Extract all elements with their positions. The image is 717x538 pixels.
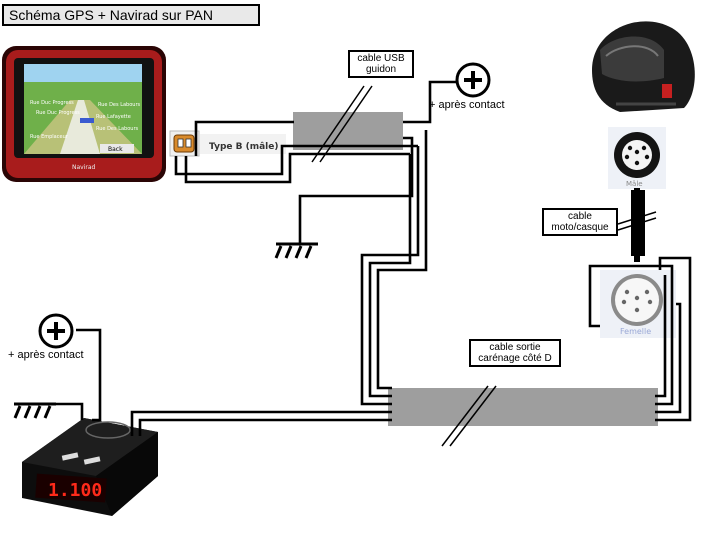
usb-connector-icon xyxy=(169,130,200,157)
plus-terminal-icon xyxy=(455,62,491,98)
helmet-icon xyxy=(592,21,695,112)
cable-usb-line: cable USB xyxy=(357,53,405,64)
cable-moto-line: cable xyxy=(568,211,592,222)
ground-symbol-icon xyxy=(13,402,56,419)
cable-moto-line: moto/casque xyxy=(551,222,609,233)
gps-menu-item: Rue Duc Progress xyxy=(30,100,74,106)
din-connector-male-icon xyxy=(608,127,666,189)
usb-type-label: Type B (mâle) xyxy=(209,142,278,152)
exit-cable-bundle xyxy=(388,388,658,426)
din-connector-female-icon xyxy=(600,270,676,338)
male-label: Mâle xyxy=(626,180,643,188)
cable-sortie-line: carénage côté D xyxy=(478,353,552,364)
radar-display: 1.100 xyxy=(48,480,102,501)
gps-menu-item: Rue Des Labours xyxy=(96,126,139,132)
ground-symbol-icon xyxy=(274,242,318,259)
plus-terminal-icon xyxy=(38,313,74,349)
gps-menu-item: Rue Des Labours xyxy=(98,102,141,108)
wires xyxy=(36,80,692,436)
apres-contact-left: + après contact xyxy=(8,349,84,361)
cable-usb-label: cable USB guidon xyxy=(348,50,414,78)
apres-contact-top: + après contact xyxy=(429,99,505,111)
gps-button-label: Back xyxy=(108,146,123,153)
gps-device-icon: Rue Duc Progress Rue Duc Progress Rue De… xyxy=(2,46,166,182)
gps-menu-item: Rue Lafayette xyxy=(96,114,131,120)
radar-detector-icon xyxy=(22,418,158,516)
female-label: Femelle xyxy=(620,327,651,336)
gps-menu-item: Rue Emplaceur xyxy=(30,134,69,140)
diagram-title: Schéma GPS + Navirad sur PAN xyxy=(2,4,260,26)
cable-usb-line: guidon xyxy=(365,64,397,75)
gps-menu-item: Rue Duc Progress xyxy=(36,110,80,116)
usb-cable-bundle xyxy=(293,112,403,150)
gps-brand: Navirad xyxy=(72,164,96,171)
cable-moto-label: cable moto/casque xyxy=(542,208,618,236)
hatch-marks xyxy=(311,85,657,447)
cable-sortie-line: cable sortie xyxy=(489,342,541,353)
cable-sortie-label: cable sortie carénage côté D xyxy=(469,339,561,367)
